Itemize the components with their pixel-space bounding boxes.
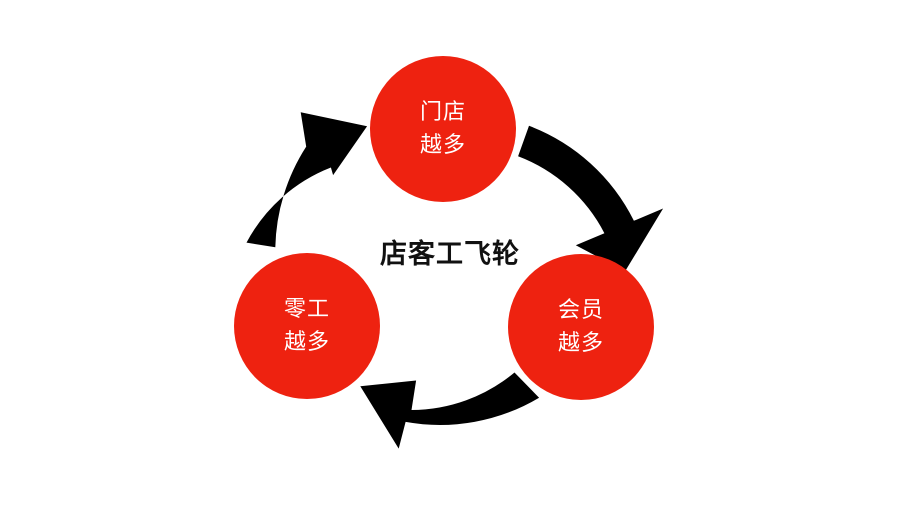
node-members: 会员 越多 bbox=[508, 254, 654, 400]
node-workers: 零工 越多 bbox=[234, 253, 380, 399]
node-workers-line1: 零工 bbox=[283, 297, 330, 322]
node-stores: 门店 越多 bbox=[370, 56, 516, 202]
node-stores-line1: 门店 bbox=[419, 100, 466, 125]
arrow-members-to-workers bbox=[360, 372, 540, 449]
diagram-title: 店客工飞轮 bbox=[380, 239, 520, 270]
node-members-line1: 会员 bbox=[557, 298, 604, 323]
arrow-stores-to-members bbox=[518, 125, 664, 272]
node-members-line2: 越多 bbox=[557, 331, 604, 356]
node-stores-line2: 越多 bbox=[419, 133, 466, 158]
node-workers-line2: 越多 bbox=[283, 330, 330, 355]
arrow-workers-to-stores bbox=[246, 112, 368, 248]
